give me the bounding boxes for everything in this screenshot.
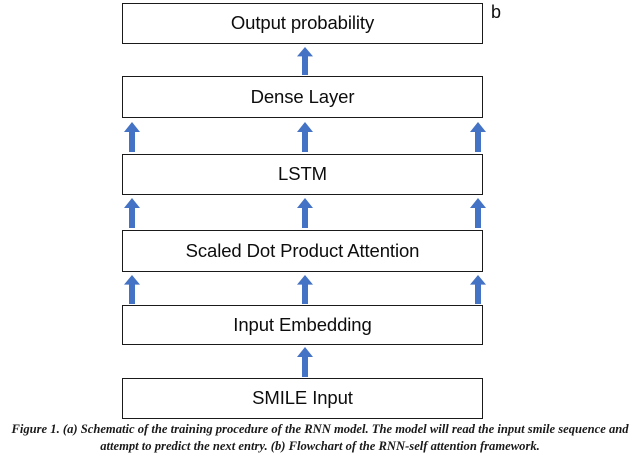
up-arrow-icon-smile-to-embedding: [296, 347, 314, 377]
up-arrow-icon-dense-to-output: [296, 47, 314, 75]
block-dense-layer[interactable]: Dense Layer: [122, 76, 483, 118]
connector-group-lstm-to-dense: [0, 122, 640, 152]
up-arrow-icon-attention-to-lstm-center: [296, 198, 314, 228]
figure-caption: Figure 1. (a) Schematic of the training …: [11, 422, 629, 453]
up-arrow-icon-embedding-to-attention-left: [123, 275, 141, 304]
block-lstm[interactable]: LSTM: [122, 154, 483, 195]
up-arrow-icon-embedding-to-attention-right: [469, 275, 487, 304]
block-smile-input[interactable]: SMILE Input: [122, 378, 483, 419]
panel-label-b: b: [491, 2, 502, 22]
block-label-lstm: LSTM: [278, 163, 327, 185]
connector-group-smile-to-embedding: [0, 347, 640, 377]
block-input-embedding[interactable]: Input Embedding: [122, 305, 483, 345]
rnn-self-attention-flowchart: b Output probability Dense Layer LSTM: [0, 2, 640, 419]
block-label-smile-input: SMILE Input: [252, 387, 353, 409]
block-output-probability[interactable]: Output probability: [122, 3, 483, 44]
up-arrow-icon-lstm-to-dense-right: [469, 122, 487, 152]
connector-group-attention-to-lstm: [0, 198, 640, 228]
block-label-dense-layer: Dense Layer: [250, 85, 355, 107]
up-arrow-icon-attention-to-lstm-left: [123, 198, 141, 228]
block-label-scaled-dot-product-attention: Scaled Dot Product Attention: [185, 239, 420, 261]
up-arrow-icon-lstm-to-dense-left: [123, 122, 141, 152]
block-scaled-dot-product-attention[interactable]: Scaled Dot Product Attention: [122, 230, 483, 272]
up-arrow-icon-embedding-to-attention-center: [296, 275, 314, 304]
block-label-input-embedding: Input Embedding: [233, 313, 372, 335]
connector-group-embedding-to-attention: [0, 275, 640, 304]
up-arrow-icon-lstm-to-dense-center: [296, 122, 314, 152]
block-label-output-probability: Output probability: [230, 12, 375, 34]
up-arrow-icon-attention-to-lstm-right: [469, 198, 487, 228]
